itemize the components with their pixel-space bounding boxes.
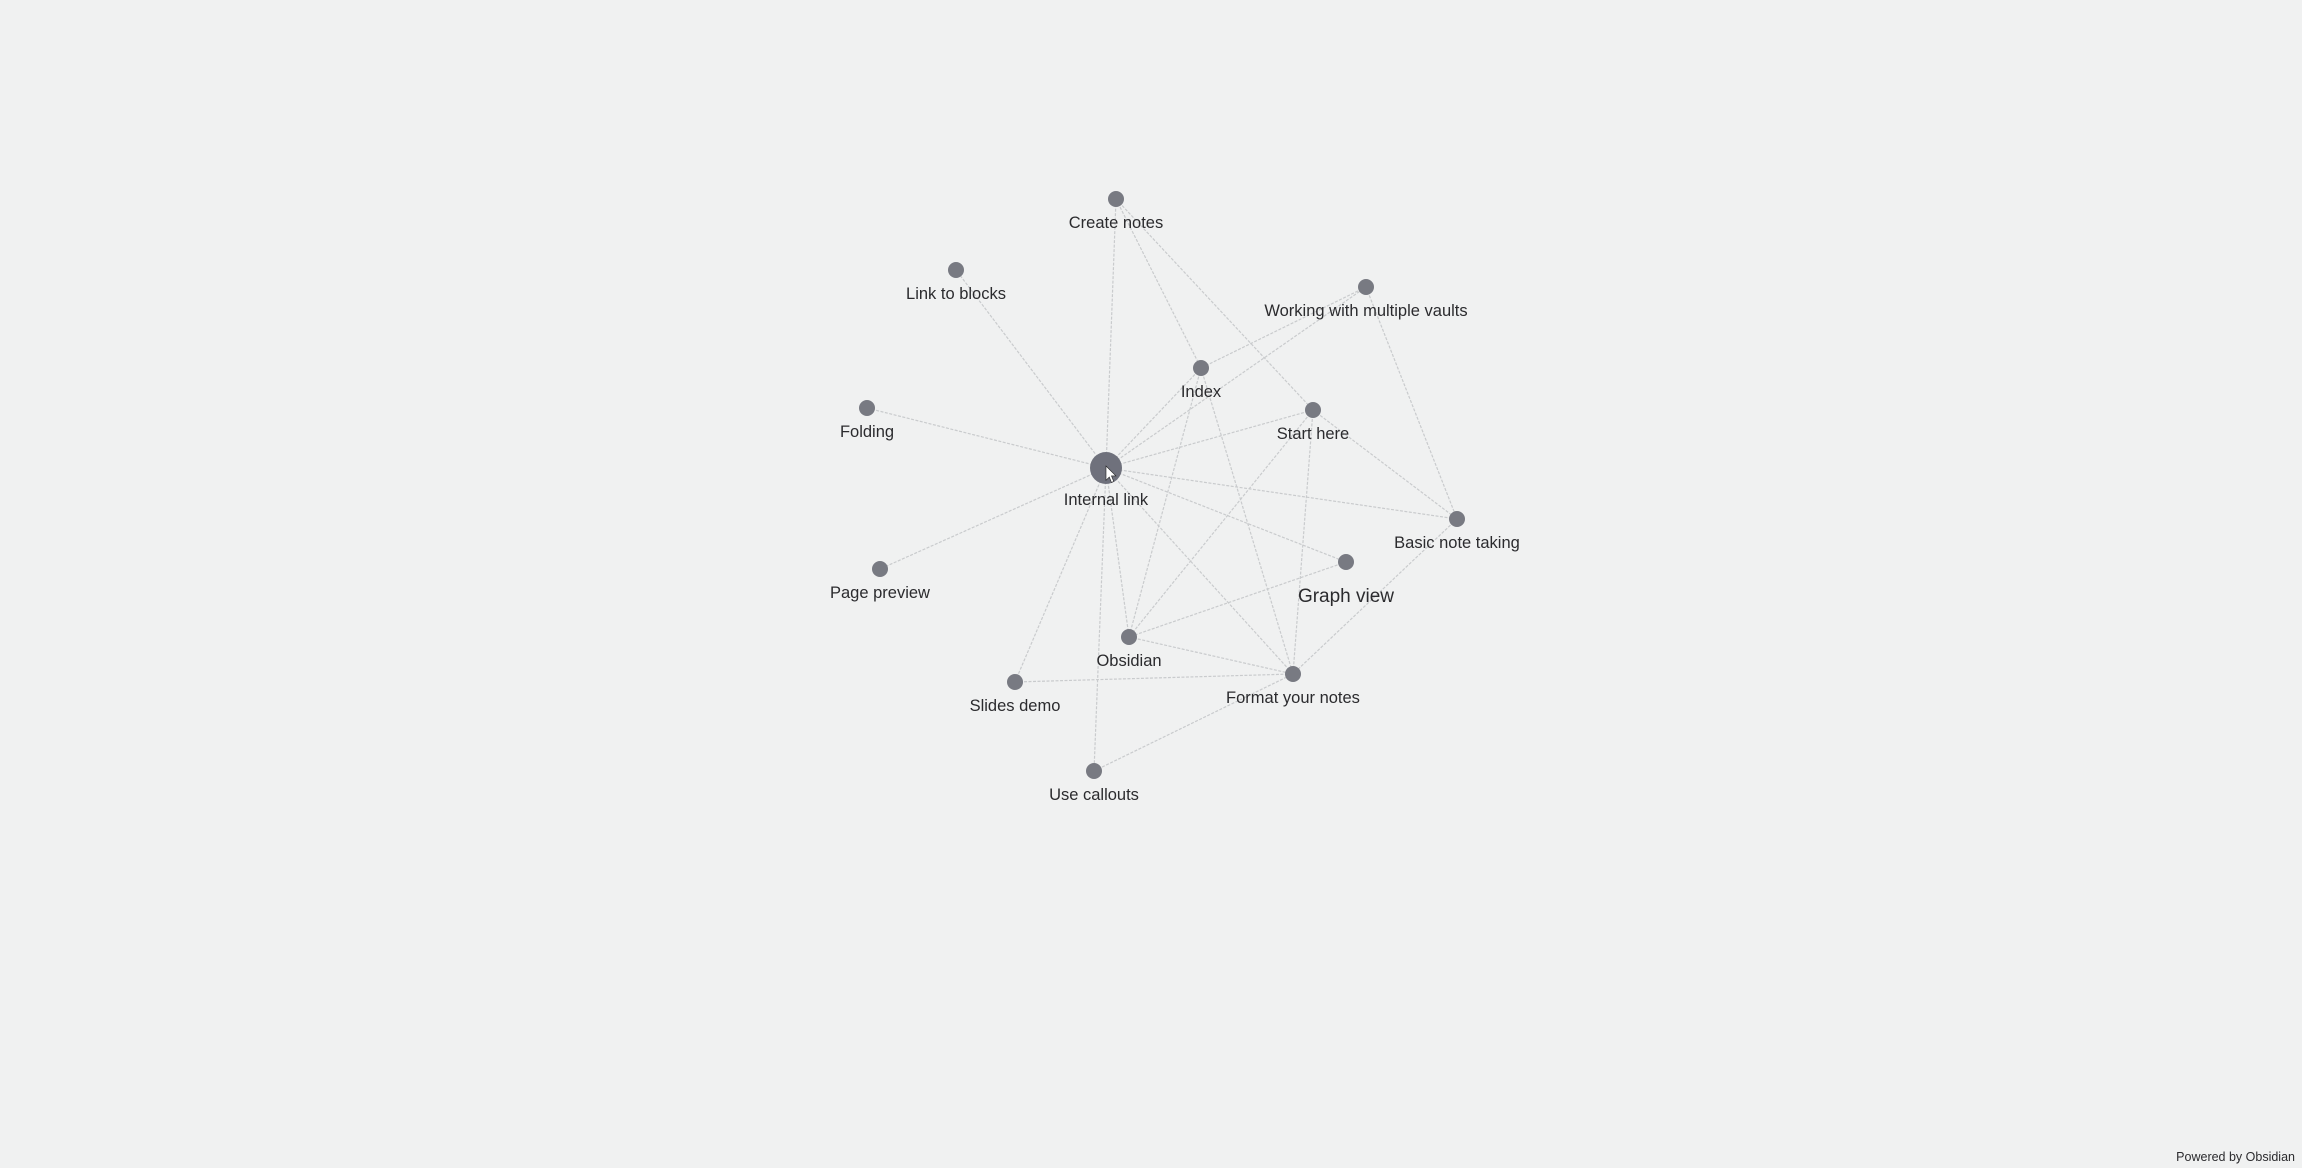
edge-internal-link-use-callouts [1093, 467, 1107, 772]
edge-obsidian-format-your-notes [1128, 636, 1294, 675]
node-page-preview[interactable] [872, 561, 888, 577]
node-label-working-with-multiple-vaults[interactable]: Working with multiple vaults [1264, 302, 1467, 320]
edge-graph-view-obsidian [1128, 561, 1347, 638]
node-label-index[interactable]: Index [1181, 383, 1222, 401]
node-label-page-preview[interactable]: Page preview [830, 584, 930, 602]
node-label-create-notes[interactable]: Create notes [1069, 214, 1163, 232]
node-format-your-notes[interactable] [1285, 666, 1301, 682]
node-label-link-to-blocks[interactable]: Link to blocks [906, 285, 1006, 303]
edge-slides-demo-format-your-notes [1014, 673, 1294, 683]
edge-internal-link-folding [866, 407, 1107, 469]
edge-internal-link-format-your-notes [1105, 467, 1294, 675]
node-label-graph-view[interactable]: Graph view [1298, 586, 1394, 607]
edge-create-notes-index [1115, 198, 1202, 369]
edge-internal-link-page-preview [879, 467, 1107, 570]
node-folding[interactable] [859, 400, 875, 416]
edge-basic-note-taking-format-your-notes [1292, 518, 1458, 675]
edge-working-with-multiple-vaults-basic-note-taking [1365, 286, 1458, 520]
node-start-here[interactable] [1305, 402, 1321, 418]
edge-start-here-basic-note-taking [1312, 409, 1458, 520]
node-label-basic-note-taking[interactable]: Basic note taking [1394, 534, 1520, 552]
node-label-internal-link[interactable]: Internal link [1064, 491, 1149, 509]
edge-internal-link-link-to-blocks [955, 269, 1107, 469]
node-label-slides-demo[interactable]: Slides demo [970, 697, 1061, 715]
mouse-cursor-icon [1105, 465, 1117, 483]
edges-layer [866, 198, 1458, 772]
node-create-notes[interactable] [1108, 191, 1124, 207]
edge-internal-link-working-with-multiple-vaults [1105, 286, 1367, 469]
node-slides-demo[interactable] [1007, 674, 1023, 690]
node-link-to-blocks[interactable] [948, 262, 964, 278]
edge-start-here-format-your-notes [1292, 409, 1314, 675]
edge-use-callouts-format-your-notes [1093, 673, 1294, 772]
edge-internal-link-index [1105, 367, 1202, 469]
edge-index-format-your-notes [1200, 367, 1294, 675]
edge-internal-link-create-notes [1105, 198, 1117, 469]
edge-index-obsidian [1128, 367, 1202, 638]
edge-internal-link-graph-view [1105, 467, 1347, 563]
edge-start-here-obsidian [1128, 409, 1314, 638]
node-obsidian[interactable] [1121, 629, 1137, 645]
node-label-folding[interactable]: Folding [840, 423, 894, 441]
node-label-format-your-notes[interactable]: Format your notes [1226, 689, 1360, 707]
edge-internal-link-slides-demo [1014, 467, 1107, 683]
edge-create-notes-start-here [1115, 198, 1314, 411]
node-label-obsidian[interactable]: Obsidian [1096, 652, 1161, 670]
edge-internal-link-basic-note-taking [1105, 467, 1458, 520]
node-working-with-multiple-vaults[interactable] [1358, 279, 1374, 295]
node-basic-note-taking[interactable] [1449, 511, 1465, 527]
edge-working-with-multiple-vaults-index [1200, 286, 1367, 369]
node-graph-view[interactable] [1338, 554, 1354, 570]
node-label-use-callouts[interactable]: Use callouts [1049, 786, 1139, 804]
nodes-layer [859, 191, 1465, 779]
node-label-start-here[interactable]: Start here [1277, 425, 1349, 443]
node-index[interactable] [1193, 360, 1209, 376]
powered-by-obsidian-link[interactable]: Powered by Obsidian [2174, 1149, 2297, 1165]
node-use-callouts[interactable] [1086, 763, 1102, 779]
edge-internal-link-obsidian [1105, 467, 1130, 638]
